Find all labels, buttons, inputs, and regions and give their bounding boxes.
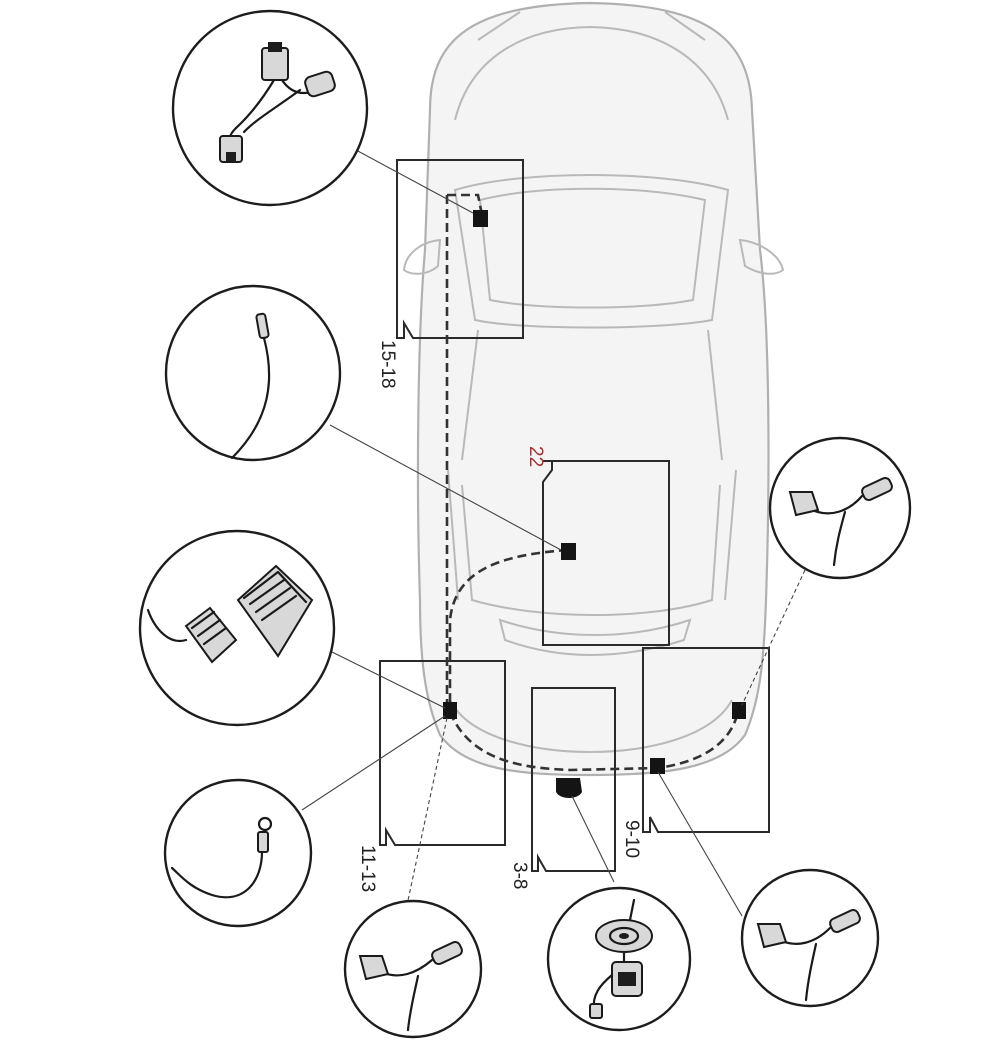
detail-ring-terminal [163,778,313,928]
section-box-11-13 [379,660,506,846]
section-box-3-8 [531,687,616,872]
connector-harness-icon [219,42,336,163]
node-right-rear [732,702,746,719]
section-box-22 [542,460,670,646]
sensor-wire-icon [230,312,271,460]
label-22: 22 [525,446,546,467]
label-9-10: 9-10 [621,820,642,858]
connection-nodes [443,210,746,798]
detail-socket [546,886,692,1032]
node-tow-socket [556,778,582,798]
lamp-plug-icon [788,476,893,567]
detail-control-module [138,529,336,727]
label-15-18: 15-18 [377,340,398,389]
section-box-9-10 [642,647,770,833]
socket-icon [589,898,653,1019]
leader-lines [301,149,806,917]
ring-terminal-icon [170,816,273,899]
label-3-8: 3-8 [509,862,530,889]
lamp-plug-icon-3 [756,908,861,1002]
harness-routes [445,193,740,772]
lamp-plug-icon-2 [358,940,463,1032]
detail-lamp-plug-bottom-left [343,899,483,1039]
node-rear-right-lower [650,758,665,774]
detail-sensor-wire [164,284,342,462]
node-left-rear [443,702,457,719]
node-center-module [561,543,576,560]
section-box-15-18 [396,159,524,339]
detail-connector-harness [171,9,369,207]
control-module-icon [146,564,314,664]
label-11-13: 11-13 [357,845,378,892]
detail-lamp-plug-right-upper [768,436,912,580]
detail-lamp-plug-bottom-right [740,868,880,1008]
car-body [402,1,785,777]
node-front-connector [473,210,488,227]
